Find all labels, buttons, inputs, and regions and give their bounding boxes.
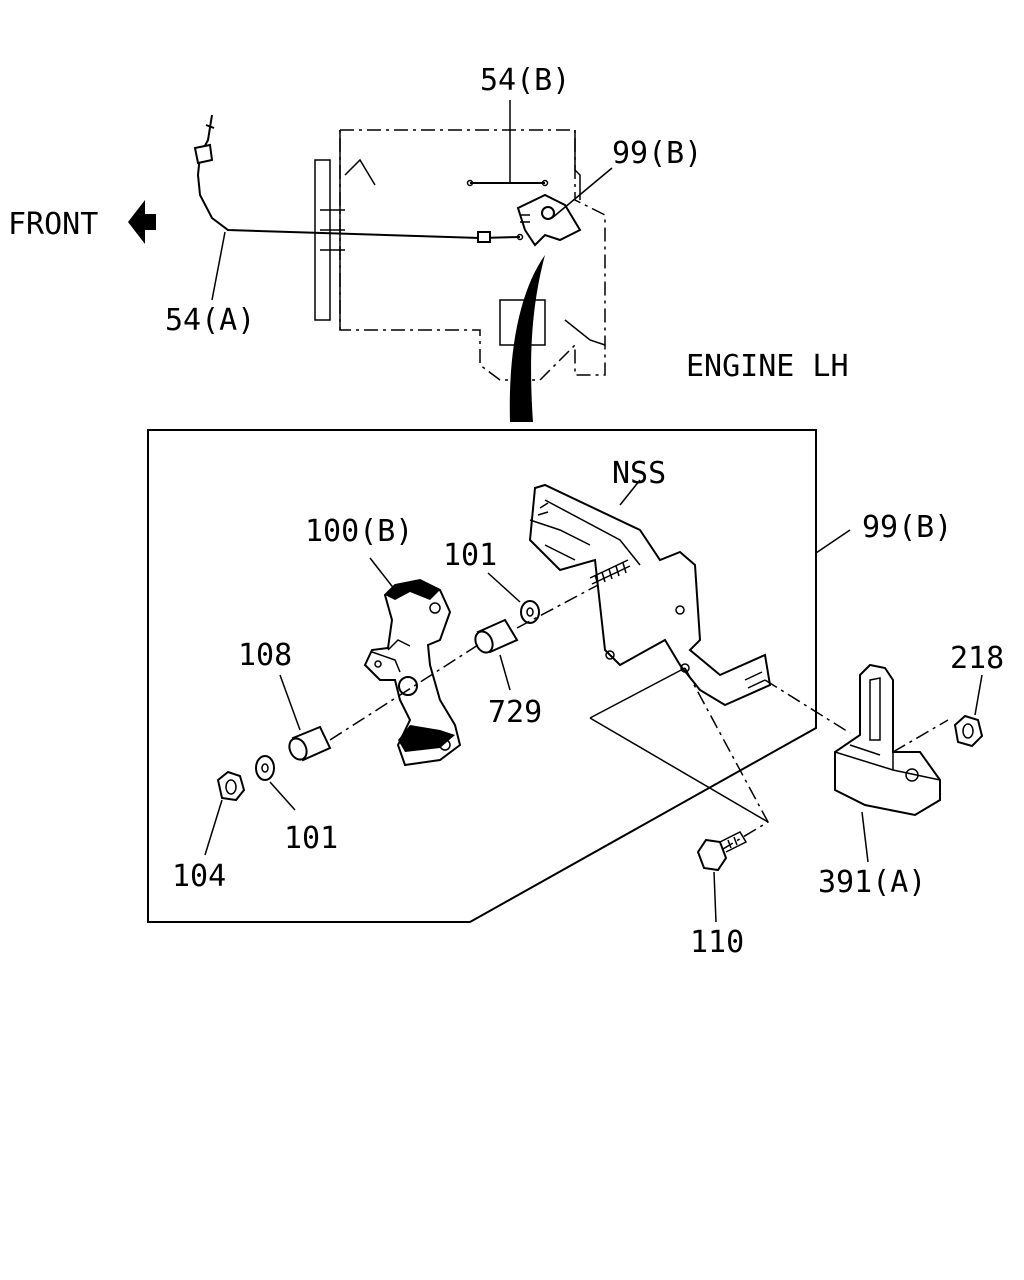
cable-54a [193, 114, 524, 243]
label-218: 218 [950, 641, 1004, 676]
detail-frame [147, 429, 817, 923]
label-101-lower: 101 [284, 821, 338, 856]
label-101-upper: 101 [443, 538, 497, 573]
nut-104 [216, 770, 246, 802]
nss-bracket [528, 483, 772, 707]
label-110: 110 [690, 925, 744, 960]
front-arrow-icon [128, 200, 156, 244]
label-54a: 54(A) [165, 303, 255, 338]
washer-101-upper [520, 600, 540, 624]
collar-108 [288, 725, 332, 762]
nut-218 [953, 714, 984, 748]
bracket-391a [834, 663, 941, 817]
lever-100b [363, 578, 462, 767]
label-391a: 391(A) [818, 865, 926, 900]
label-104: 104 [172, 859, 226, 894]
label-100b: 100(B) [305, 514, 413, 549]
washer-101-lower [255, 755, 275, 781]
label-108: 108 [238, 638, 292, 673]
front-label: FRONT [8, 207, 98, 242]
label-99b-top: 99(B) [612, 136, 702, 171]
label-729: 729 [488, 695, 542, 730]
label-99b-detail: 99(B) [862, 510, 952, 545]
callout-wedge-icon [509, 255, 545, 422]
label-nss: NSS [612, 456, 666, 491]
cable-54b [466, 179, 549, 187]
label-54b: 54(B) [480, 63, 570, 98]
engine-side-label: ENGINE LH [686, 349, 849, 384]
bolt-110 [696, 831, 748, 872]
collar-729 [474, 618, 519, 654]
engine-overview [128, 100, 613, 422]
